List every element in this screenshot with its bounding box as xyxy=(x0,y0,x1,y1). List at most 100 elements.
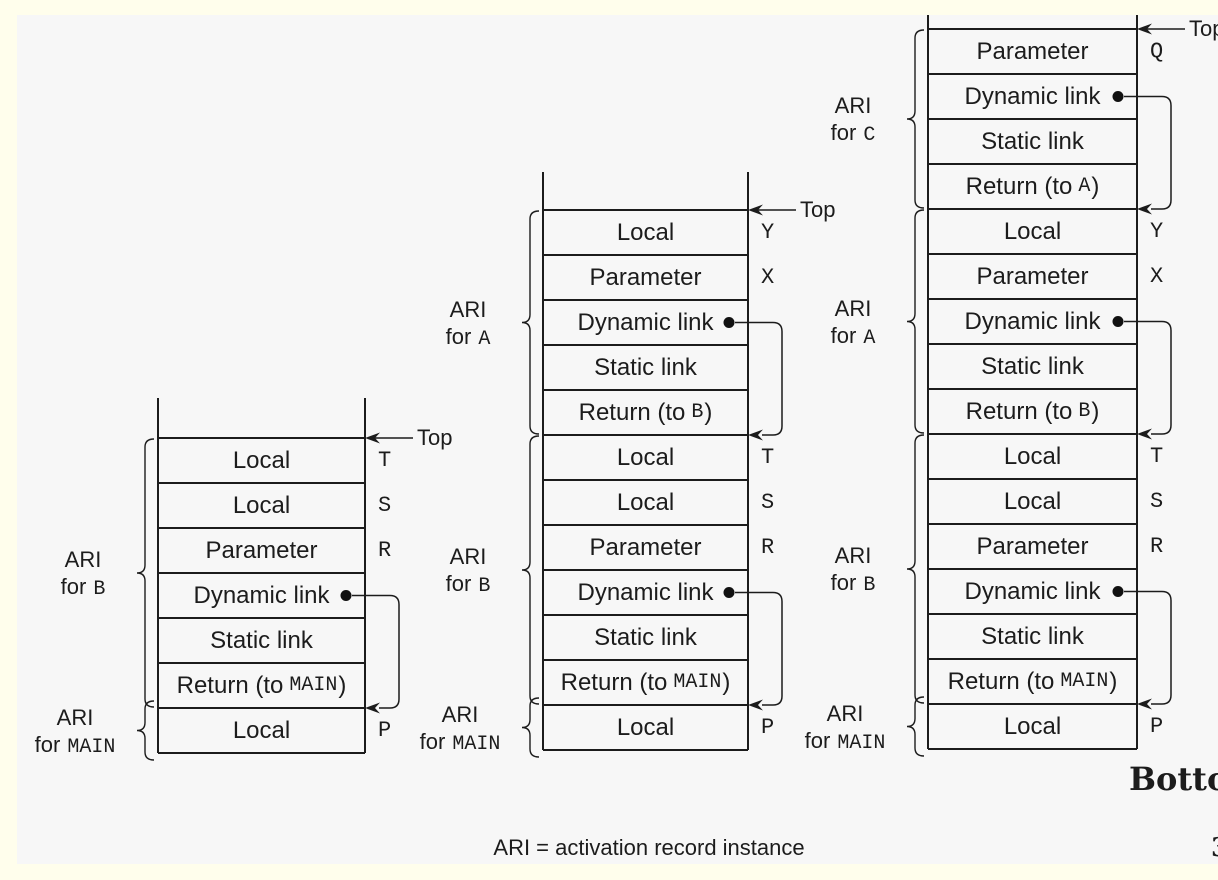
stack-cell: Parameter xyxy=(928,254,1137,299)
cell-label: Local xyxy=(232,491,291,519)
cell-label: Local xyxy=(1003,442,1062,470)
ari-label-unit-name: B xyxy=(863,574,876,597)
variable-letter: T xyxy=(378,448,392,473)
top-pointer-label: Top xyxy=(417,425,453,450)
cell-label: Dynamic link xyxy=(577,578,714,606)
ari-label-unit-name: A xyxy=(478,327,491,351)
stack-cell: Local xyxy=(543,480,748,525)
stack-cell: Parameter xyxy=(543,255,748,300)
stack-cell: Local xyxy=(928,209,1137,254)
ari-brace xyxy=(136,438,155,708)
cell-label: Return (to xyxy=(947,667,1055,695)
cell-label: Static link xyxy=(981,622,1084,650)
variable-letter: S xyxy=(378,493,392,518)
cell-label: Return (to xyxy=(965,397,1073,425)
dynamic-link-arrowhead xyxy=(1137,428,1152,440)
ari-brace xyxy=(906,696,925,757)
cell-label: Dynamic link xyxy=(964,82,1101,110)
ari-brace xyxy=(136,700,155,761)
ari-label-line1: ARI xyxy=(834,543,872,568)
dynamic-link-bullet xyxy=(1112,316,1124,327)
cell-label: Local xyxy=(616,488,675,516)
cell-label-suffix: ) xyxy=(1109,667,1118,695)
cell-label: Return (to xyxy=(578,398,686,426)
stack-cell: Local xyxy=(158,438,365,483)
cell-label-suffix: ) xyxy=(338,671,347,699)
stack-cell: Parameter xyxy=(543,525,748,570)
top-pointer-arrowhead xyxy=(748,204,763,216)
frame-border-left xyxy=(0,0,17,880)
frame-border-top xyxy=(0,0,1218,15)
dynamic-link-arrowhead xyxy=(1137,203,1152,215)
cell-label-suffix: ) xyxy=(1091,397,1100,425)
variable-letter: R xyxy=(1150,534,1164,559)
stack-cell: Parameter xyxy=(928,524,1137,569)
ari-brace xyxy=(906,209,925,434)
dynamic-link-pointer-line xyxy=(735,321,783,436)
ari-label-unit-name: C xyxy=(863,124,876,147)
dynamic-link-pointer-line xyxy=(1124,95,1172,210)
cell-label-suffix: ) xyxy=(1091,172,1100,200)
cell-label: Local xyxy=(616,713,675,741)
dynamic-link-arrowhead xyxy=(365,702,380,714)
ari-label-line1: ARI xyxy=(56,704,94,730)
cell-label: Local xyxy=(232,446,291,474)
cell-label: Dynamic link xyxy=(964,577,1101,605)
ari-label-for: for xyxy=(804,727,831,753)
frame-border-bottom xyxy=(0,864,1218,880)
cell-label: Parameter xyxy=(205,536,318,564)
ari-label-line1: ARI xyxy=(826,700,864,726)
ari-label-line1: ARI xyxy=(834,93,872,118)
ari-label-line1: ARI xyxy=(64,547,102,572)
cell-label-unit-name: MAIN xyxy=(673,671,722,694)
ari-label-unit-name: MAIN xyxy=(837,731,886,755)
stack-cell: Local xyxy=(158,483,365,528)
stack-cell: Dynamic link xyxy=(543,300,748,345)
cell-label: Parameter xyxy=(589,533,702,561)
stack-cell: Dynamic link xyxy=(928,299,1137,344)
ari-label-for: for xyxy=(830,120,857,145)
stack-cell: Dynamic link xyxy=(928,74,1137,119)
stack-cell: Parameter xyxy=(158,528,365,573)
stack-cell: Local xyxy=(543,435,748,480)
ari-label-unit-name: A xyxy=(863,326,876,350)
ari-label-line1: ARI xyxy=(834,295,872,321)
cell-label: Static link xyxy=(210,626,313,654)
variable-letter: X xyxy=(761,265,775,290)
ari-label-unit-name: MAIN xyxy=(67,735,116,759)
dynamic-link-pointer-line xyxy=(1124,590,1172,705)
cell-label-unit-name: B xyxy=(691,401,704,424)
cell-label-unit-name: A xyxy=(1078,175,1091,198)
variable-letter: T xyxy=(761,445,775,470)
top-pointer-label: Top xyxy=(800,197,836,222)
stack-cell: Static link xyxy=(543,615,748,660)
dynamic-link-bullet xyxy=(723,317,735,328)
variable-letter: Y xyxy=(1150,219,1164,244)
ari-label-unit-name: MAIN xyxy=(452,732,501,756)
dynamic-link-bullet xyxy=(1112,586,1124,597)
page-number: 3 xyxy=(1211,833,1218,863)
cell-label: Static link xyxy=(594,623,697,651)
stack-cell: Local xyxy=(158,708,365,753)
cell-label-unit-name: MAIN xyxy=(1060,670,1109,693)
dynamic-link-arrowhead xyxy=(748,429,763,441)
cell-label: Local xyxy=(616,443,675,471)
ari-brace xyxy=(906,434,925,704)
ari-label-line2: for C xyxy=(831,119,876,149)
